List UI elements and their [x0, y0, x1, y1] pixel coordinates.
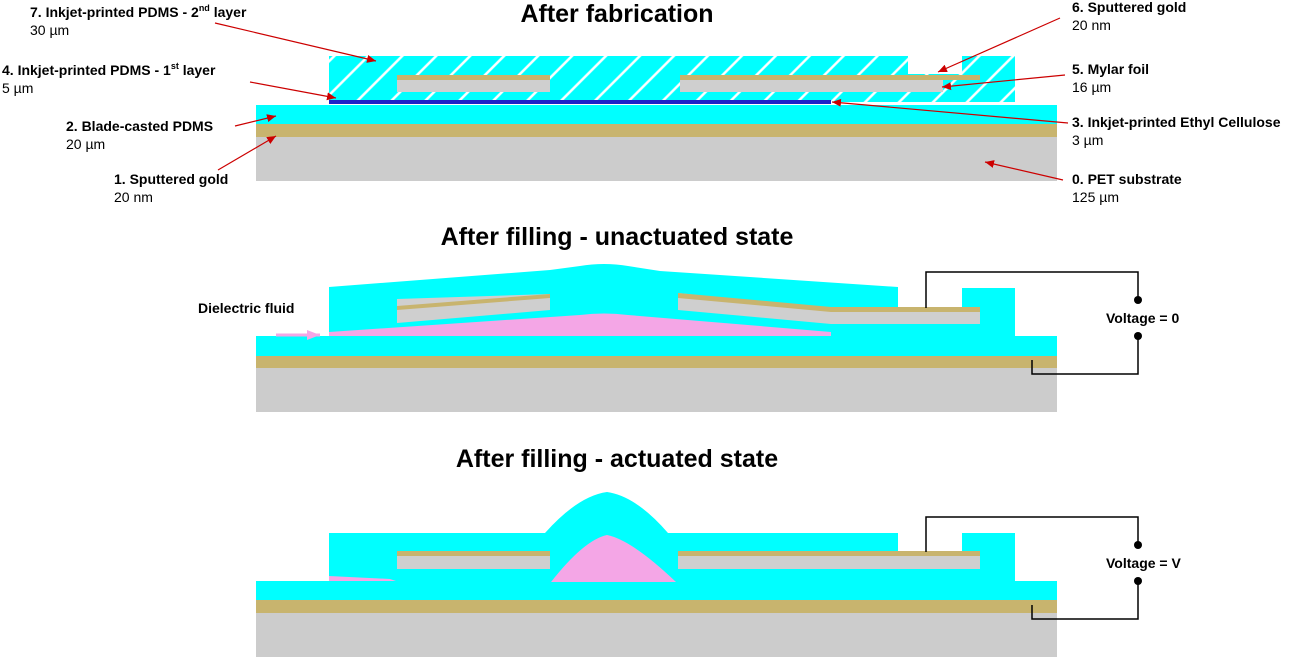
blade-casted-pdms	[256, 105, 1057, 124]
label-1-value: 20 nm	[114, 189, 153, 205]
label-0: 0. PET substrate	[1072, 171, 1182, 187]
gold-right-2	[678, 293, 980, 312]
arrow-label-0	[984, 160, 1064, 181]
label-5-value: 16 µm	[1072, 79, 1111, 95]
dielectric-fluid-2	[329, 313, 831, 336]
leader-arrows	[214, 17, 1069, 181]
arrow-label-1	[217, 135, 277, 171]
label-2: 2. Blade-casted PDMS	[66, 118, 213, 134]
label-dielectric-fluid: Dielectric fluid	[198, 300, 294, 316]
terminal-top-3	[1134, 541, 1142, 549]
top-gold-left	[397, 75, 550, 80]
label-7: 7. Inkjet-printed PDMS - 2nd layer	[30, 3, 247, 20]
arrow-label-3	[831, 98, 1069, 124]
arrow-label-6	[937, 17, 1061, 73]
mylar-right-3	[678, 556, 980, 569]
label-voltage-v: Voltage = V	[1106, 555, 1181, 571]
ethyl-cellulose-layer	[329, 100, 831, 104]
actuated-stack	[256, 492, 1057, 657]
bottom-gold-layer	[256, 124, 1057, 137]
label-6-value: 20 nm	[1072, 17, 1111, 33]
gold-right-3	[678, 551, 980, 556]
terminal-bottom-3	[1134, 577, 1142, 585]
label-4-value: 5 µm	[2, 80, 33, 96]
label-6: 6. Sputtered gold	[1072, 0, 1186, 15]
label-7-value: 30 µm	[30, 22, 69, 38]
arrow-label-7	[214, 22, 377, 63]
pet-substrate-2	[256, 368, 1057, 412]
label-0-value: 125 µm	[1072, 189, 1119, 205]
fabrication-stack	[256, 56, 1057, 181]
unactuated-stack	[256, 264, 1057, 412]
gold-left-2	[397, 294, 550, 310]
label-voltage-0: Voltage = 0	[1106, 310, 1179, 326]
pet-substrate	[256, 137, 1057, 181]
arrow-label-5	[941, 74, 1066, 91]
dielectric-fluid-bump-3	[551, 535, 676, 582]
bottom-gold-layer-2	[256, 356, 1057, 368]
label-2-value: 20 µm	[66, 136, 105, 152]
mylar-foil-left	[397, 80, 550, 92]
label-1: 1. Sputtered gold	[114, 171, 228, 187]
label-3: 3. Inkjet-printed Ethyl Cellulose	[1072, 114, 1281, 130]
title-after-fabrication: After fabrication	[520, 0, 713, 28]
mylar-left-3	[397, 556, 550, 569]
title-unactuated: After filling - unactuated state	[441, 223, 794, 251]
pet-substrate-3	[256, 613, 1057, 657]
title-actuated: After filling - actuated state	[456, 445, 778, 473]
arrow-label-4	[249, 81, 337, 101]
gold-left-3	[397, 551, 550, 556]
blade-casted-pdms-3	[256, 581, 1057, 600]
mylar-left-2	[397, 294, 550, 323]
label-5: 5. Mylar foil	[1072, 61, 1149, 77]
circuit-actuated	[925, 516, 1139, 620]
dielectric-fluid-residue-3	[329, 576, 396, 581]
arrow-label-2	[234, 114, 277, 127]
terminal-bottom-2	[1134, 332, 1142, 340]
mylar-right-2	[678, 293, 980, 324]
blade-casted-pdms-2	[256, 336, 1057, 356]
mylar-foil-right	[680, 80, 943, 92]
terminal-top-2	[1134, 296, 1142, 304]
label-3-value: 3 µm	[1072, 132, 1103, 148]
bottom-gold-layer-3	[256, 600, 1057, 613]
circuit-unactuated	[925, 271, 1139, 375]
top-gold-right	[680, 75, 980, 80]
label-4: 4. Inkjet-printed PDMS - 1st layer	[2, 61, 216, 78]
